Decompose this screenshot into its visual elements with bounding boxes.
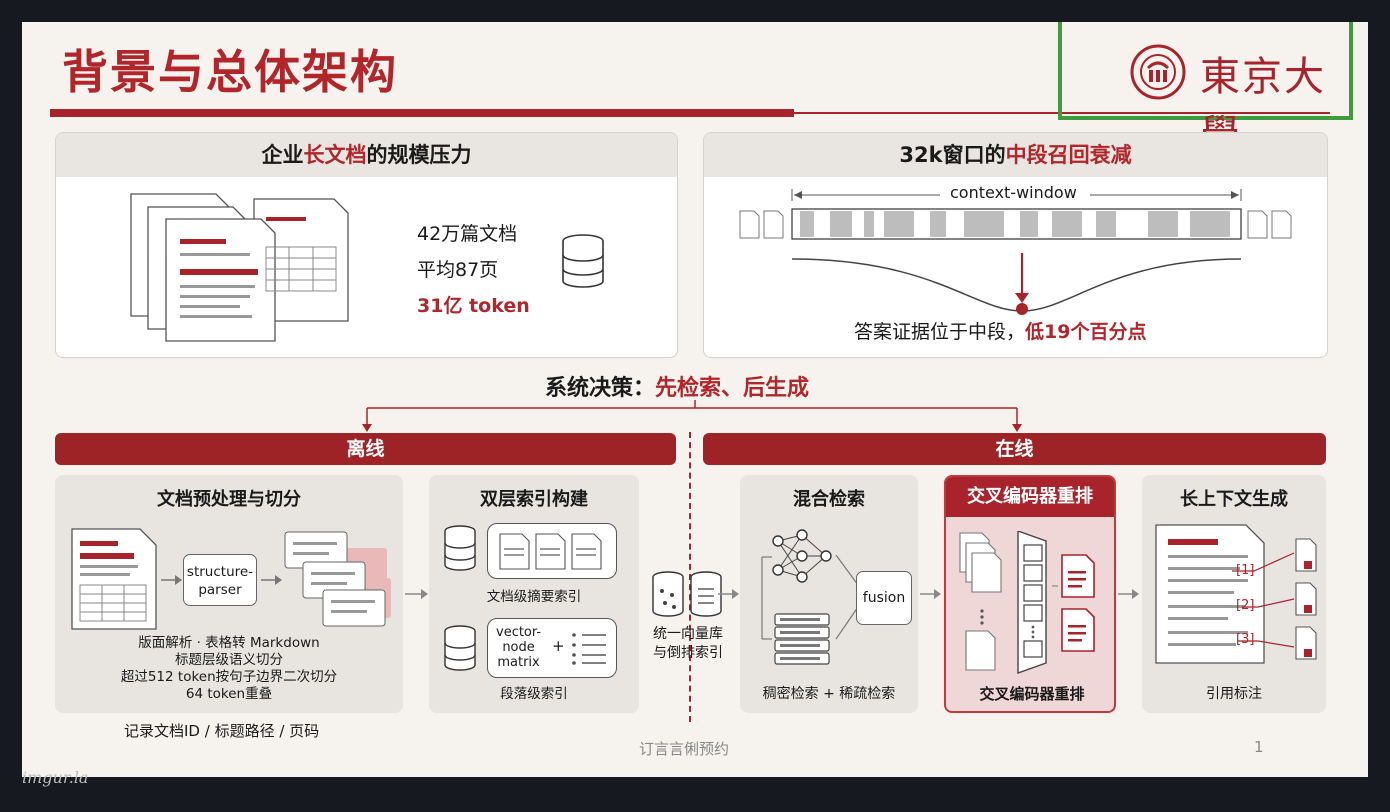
citation-ref: [1] (1236, 563, 1255, 578)
card-title: 长上下文生成 (1180, 489, 1288, 510)
context-window-diagram (739, 189, 1292, 315)
stat-token-total: 31亿 token (417, 295, 530, 317)
offline-online-divider (689, 432, 691, 722)
doc-summary-index-label: 文档级摘要索引 (486, 589, 582, 605)
generation-caption: 引用标注 (1206, 686, 1262, 702)
flow-arrow-icon (261, 575, 282, 585)
unified-label-line: 统一向量库 (653, 626, 723, 642)
heading-highlight: 中段召回衰减 (1005, 143, 1132, 167)
heading-text: 32k窗口的 (899, 143, 1006, 167)
mid-recall-decay-panel: 32k窗口的中段召回衰减 conte (703, 132, 1328, 358)
card-index: 双层索引构建 文档级摘要索引 vector- node matrix + (429, 475, 639, 713)
sparse-list-icon (774, 613, 830, 665)
system-decision: 系统决策：先检索、后生成 (545, 370, 809, 402)
preprocess-note: 版面解析 · 表格转 Markdown (138, 635, 320, 651)
document-table-icon (71, 528, 157, 630)
plus-sign: + (552, 637, 565, 655)
rerank-caption: 交叉编码器重排 (979, 685, 1085, 703)
citation-ref: [2] (1236, 598, 1255, 613)
card-title: 交叉编码器重排 (946, 477, 1114, 517)
watermark: imgur.la (22, 768, 89, 787)
merge-lines (761, 555, 859, 640)
paragraph-index-label: 段落级索引 (500, 686, 568, 702)
offline-band: 离线 (55, 433, 676, 465)
decay-caption: 答案证据位于中段，低19个百分点 (854, 317, 1146, 344)
heading-text: 企业 (261, 143, 304, 167)
vector-node-matrix-label: vector- node matrix (496, 625, 541, 670)
decision-value: 先检索、后生成 (655, 376, 810, 401)
card-cross-encoder-rerank: 交叉编码器重排 交叉编码器重排 (944, 475, 1116, 713)
preprocess-note: 超过512 token按句子边界二次切分 (120, 669, 338, 685)
unified-label-line: 与倒排索引 (653, 645, 723, 661)
chunk-cards-icon (284, 531, 391, 627)
database-icon (562, 234, 604, 288)
database-icon (444, 525, 476, 571)
card-title: 混合检索 (793, 489, 865, 510)
vector-store-icon (652, 571, 722, 617)
decision-label: 系统决策： (545, 376, 656, 401)
preprocess-footer-note: 记录文档ID / 标题路径 / 页码 (124, 722, 320, 740)
caption-text: 答案证据位于中段， (854, 321, 1026, 343)
hybrid-caption: 稠密检索 + 稀疏检索 (762, 686, 896, 702)
document-icons (499, 533, 602, 570)
fusion-box: fusion (856, 571, 912, 625)
document-stack-icon (130, 193, 349, 342)
flow-arrow-icon (718, 589, 739, 599)
flow-arrow-icon (920, 589, 941, 599)
rerank-diagram (959, 531, 1095, 674)
summary-index-box (487, 523, 617, 579)
heading-highlight: 长文档 (303, 143, 367, 167)
logo-highlight-frame: 東京大學 (1058, 22, 1353, 158)
parser-label: structure- (186, 564, 254, 580)
university-seal-icon (1130, 44, 1186, 100)
page-number: 1 (1254, 738, 1264, 756)
title-underline (50, 109, 794, 117)
heading-text: 的规模压力 (366, 143, 472, 167)
card-long-context-generation: 长上下文生成 [1] [2] [3] 引用标注 (1142, 475, 1326, 713)
context-window-label: context-window (944, 183, 1083, 202)
structure-parser-box: structure- parser (183, 554, 257, 606)
slide: 背景与总体架构 東京大學 企业长文档的规模压力 (22, 22, 1368, 777)
cited-document-icon (1155, 524, 1317, 664)
scale-pressure-panel: 企业长文档的规模压力 42万篇文档 平均87页 31亿 token (55, 132, 678, 358)
vector-label-line: matrix (497, 655, 540, 670)
flow-arrow-icon (161, 575, 182, 585)
database-icon (444, 625, 476, 671)
slide-footer-text: 订言言俐预约 (639, 740, 730, 758)
stat-doc-count: 42万篇文档 (417, 223, 518, 245)
paragraph-index-box: vector- node matrix + (487, 618, 617, 678)
preprocess-note: 标题层级语义切分 (175, 652, 283, 668)
card-title: 文档预处理与切分 (157, 489, 301, 510)
card-preprocess: 文档预处理与切分 structure- parser 版面解析 · 表格转 Ma… (55, 475, 403, 713)
decision-split-arrows (362, 400, 1022, 432)
neural-network-icon (772, 529, 832, 583)
preprocess-note: 64 token重叠 (185, 686, 273, 702)
card-hybrid-retrieval: 混合检索 fusion 稠密检索 + 稀疏检索 (740, 475, 918, 713)
vector-label-line: node (502, 640, 535, 655)
caption-highlight: 低19个百分点 (1025, 321, 1147, 343)
panel-heading: 企业长文档的规模压力 (56, 133, 677, 177)
unified-store-label: 统一向量库 与倒排索引 (640, 625, 736, 663)
panel-heading: 32k窗口的中段召回衰减 (704, 133, 1327, 177)
title-underline-thin (794, 112, 1330, 114)
flow-arrow-icon (1118, 589, 1139, 599)
flow-arrow-icon (405, 589, 428, 599)
list-icon (572, 633, 606, 665)
page-title: 背景与总体架构 (62, 45, 398, 99)
parser-label: parser (198, 582, 242, 598)
stat-avg-pages: 平均87页 (417, 259, 499, 281)
card-title: 双层索引构建 (480, 489, 588, 510)
citation-ref: [3] (1236, 632, 1255, 647)
online-band: 在线 (703, 433, 1326, 465)
vector-label-line: vector- (496, 625, 542, 640)
